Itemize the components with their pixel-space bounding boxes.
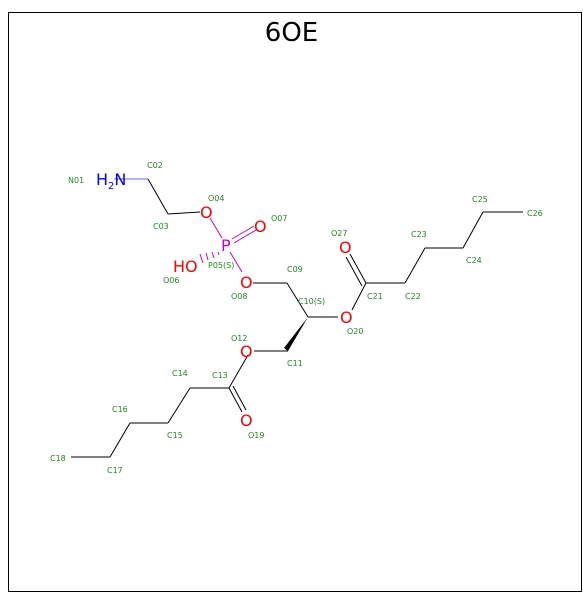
- label-c21: C21: [367, 292, 383, 301]
- label-n01: N01: [68, 176, 84, 185]
- label-c23: C23: [411, 230, 427, 239]
- bond-c14-c15: [167, 387, 191, 424]
- label-c13: C13: [212, 371, 228, 380]
- o07-symbol: O: [254, 217, 267, 236]
- label-c03: C03: [153, 222, 169, 231]
- atom-labels: N01 C02 C03 O04 O07 P05(S) O06 O08 C09 C…: [50, 161, 543, 475]
- o20-symbol: O: [340, 308, 353, 327]
- bond-c13-o19-b: [232, 385, 247, 411]
- label-c24: C24: [466, 256, 482, 265]
- bond-p05-o06-hash: [199, 251, 220, 264]
- n01-symbol: H2N: [96, 170, 126, 192]
- bond-o20-c21: [351, 282, 367, 311]
- bond-c21-o27-a: [349, 253, 367, 284]
- label-o20: O20: [347, 327, 363, 336]
- label-o07: O07: [271, 214, 287, 223]
- label-c17: C17: [107, 466, 123, 475]
- o27-symbol: O: [339, 238, 352, 257]
- o06-symbol: HO: [173, 257, 198, 276]
- label-p05: P05(S): [208, 261, 234, 270]
- label-c10: C10(S): [298, 297, 325, 306]
- label-o19: O19: [248, 431, 264, 440]
- p05-symbol: P: [221, 236, 231, 255]
- label-o04: O04: [208, 194, 224, 203]
- label-o12: O12: [231, 334, 247, 343]
- o19-symbol: O: [240, 411, 253, 430]
- bond-c16-c17: [109, 422, 131, 458]
- label-c02: C02: [147, 161, 163, 170]
- label-c18: C18: [50, 454, 66, 463]
- label-c14: C14: [172, 369, 188, 378]
- label-c11: C11: [287, 359, 303, 368]
- label-c15: C15: [167, 431, 183, 440]
- atom-symbols: H2N O P O HO O O O O O: [96, 170, 353, 430]
- molecule-title: 6OE: [264, 18, 319, 48]
- o08-symbol: O: [240, 273, 253, 292]
- label-c16: C16: [112, 405, 128, 414]
- o12-symbol: O: [240, 342, 253, 361]
- bond-p05-o07-b: [233, 229, 257, 244]
- label-o06: O06: [163, 276, 179, 285]
- label-c09: C09: [287, 265, 303, 274]
- bond-c13-o19-a: [228, 387, 243, 413]
- bonds: [71, 178, 523, 458]
- diagram-frame: [8, 12, 582, 592]
- label-c25: C25: [472, 195, 488, 204]
- label-c22: C22: [405, 292, 421, 301]
- bond-c10-c11-wedge: [284, 317, 308, 351]
- bond-p05-o08: [229, 251, 243, 273]
- bond-c09-c10: [286, 282, 309, 318]
- bond-o12-c13: [228, 354, 249, 389]
- o04-symbol: O: [200, 203, 213, 222]
- label-o27: O27: [331, 229, 347, 238]
- bond-p05-o07-a: [231, 225, 255, 240]
- label-o08: O08: [231, 292, 247, 301]
- bond-c03-o04: [167, 211, 201, 215]
- bond-c02-c03: [147, 178, 169, 215]
- label-c26: C26: [527, 209, 543, 218]
- bond-o04-p05: [209, 217, 223, 239]
- bond-c21-o27-b: [345, 256, 363, 287]
- bond-c24-c25: [462, 211, 484, 249]
- bond-c22-c23: [404, 247, 426, 284]
